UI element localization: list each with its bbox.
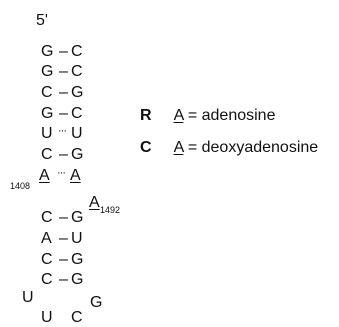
legend-base-r: A <box>173 107 184 124</box>
legend-base-c: A <box>173 139 184 156</box>
loop-bottom-left-base: U <box>41 309 53 326</box>
pair-4-left-base: G <box>41 105 54 122</box>
pair-10-right-base: G <box>71 251 84 268</box>
pair-5-left-base: U <box>41 125 53 142</box>
pair-10-bond: – <box>59 251 68 268</box>
pair-7-left-base: A <box>39 167 50 184</box>
pair-7-right-base: A <box>70 167 81 184</box>
pair-3-left-base: C <box>41 84 53 101</box>
pair-6-left-base: C <box>41 146 53 163</box>
pair-4-bond: – <box>59 105 68 122</box>
pair-9-bond: – <box>59 230 68 247</box>
legend-item-r: R A = adenosine <box>140 108 275 124</box>
legend-meaning-c: deoxyadenosine <box>201 139 319 156</box>
legend-item-c: C A = deoxyadenosine <box>140 140 318 156</box>
legend-letter-c: C <box>140 139 152 156</box>
legend-meaning-r: adenosine <box>201 107 276 124</box>
position-label-1492: 1492 <box>100 205 121 215</box>
loop-left-base: U <box>22 289 34 306</box>
five-prime-label: 5' <box>36 12 48 29</box>
legend-equals-r: = <box>187 107 198 124</box>
pair-6-bond: – <box>59 146 68 163</box>
pair-5-bond: ··· <box>58 125 67 137</box>
pair-11-right-base: G <box>71 271 84 288</box>
pair-11-left-base: C <box>41 271 53 288</box>
pair-3-bond: – <box>59 84 68 101</box>
loop-right-base: G <box>90 294 103 311</box>
pair-7-bond: ··· <box>57 167 66 179</box>
legend-letter-r: R <box>140 107 152 124</box>
bulge-base-a: A <box>89 194 100 211</box>
pair-8-bond: – <box>59 209 68 226</box>
legend-equals-c: = <box>187 139 198 156</box>
pair-2-bond: – <box>59 63 68 80</box>
pair-4-right-base: C <box>71 105 83 122</box>
pair-1-right-base: C <box>71 43 83 60</box>
pair-1-bond: – <box>59 43 68 60</box>
pair-1-left-base: G <box>41 43 54 60</box>
pair-8-right-base: G <box>71 209 84 226</box>
pair-2-left-base: G <box>41 63 54 80</box>
pair-6-right-base: G <box>71 146 84 163</box>
pair-3-right-base: G <box>71 84 84 101</box>
pair-5-right-base: U <box>71 125 83 142</box>
pair-9-left-base: A <box>41 230 52 247</box>
pair-9-right-base: U <box>71 230 83 247</box>
loop-bottom-right-base: C <box>71 309 83 326</box>
pair-8-left-base: C <box>41 209 53 226</box>
pair-11-bond: – <box>59 271 68 288</box>
pair-10-left-base: C <box>41 251 53 268</box>
pair-2-right-base: C <box>71 63 83 80</box>
position-label-1408: 1408 <box>10 181 31 191</box>
